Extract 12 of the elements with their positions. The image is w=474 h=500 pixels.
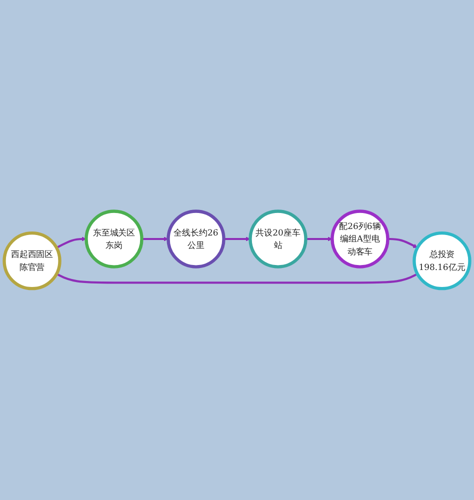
arrow: [388, 238, 418, 248]
arrow: [56, 236, 86, 249]
node-circle: 配26列6辆编组A型电动客车: [330, 210, 390, 268]
arrow: [224, 236, 250, 242]
arrow: [142, 236, 168, 242]
node-circle: 共设20座车站: [248, 210, 308, 268]
arrow: [306, 236, 332, 242]
node-circle: 总投资198.16亿元: [412, 232, 472, 290]
node-circle: 西起西固区陈官营: [2, 232, 62, 290]
node-circle: 东至城关区东岗: [84, 210, 144, 268]
connector: [56, 273, 418, 284]
node-circle: 全线长约26公里: [166, 210, 226, 268]
